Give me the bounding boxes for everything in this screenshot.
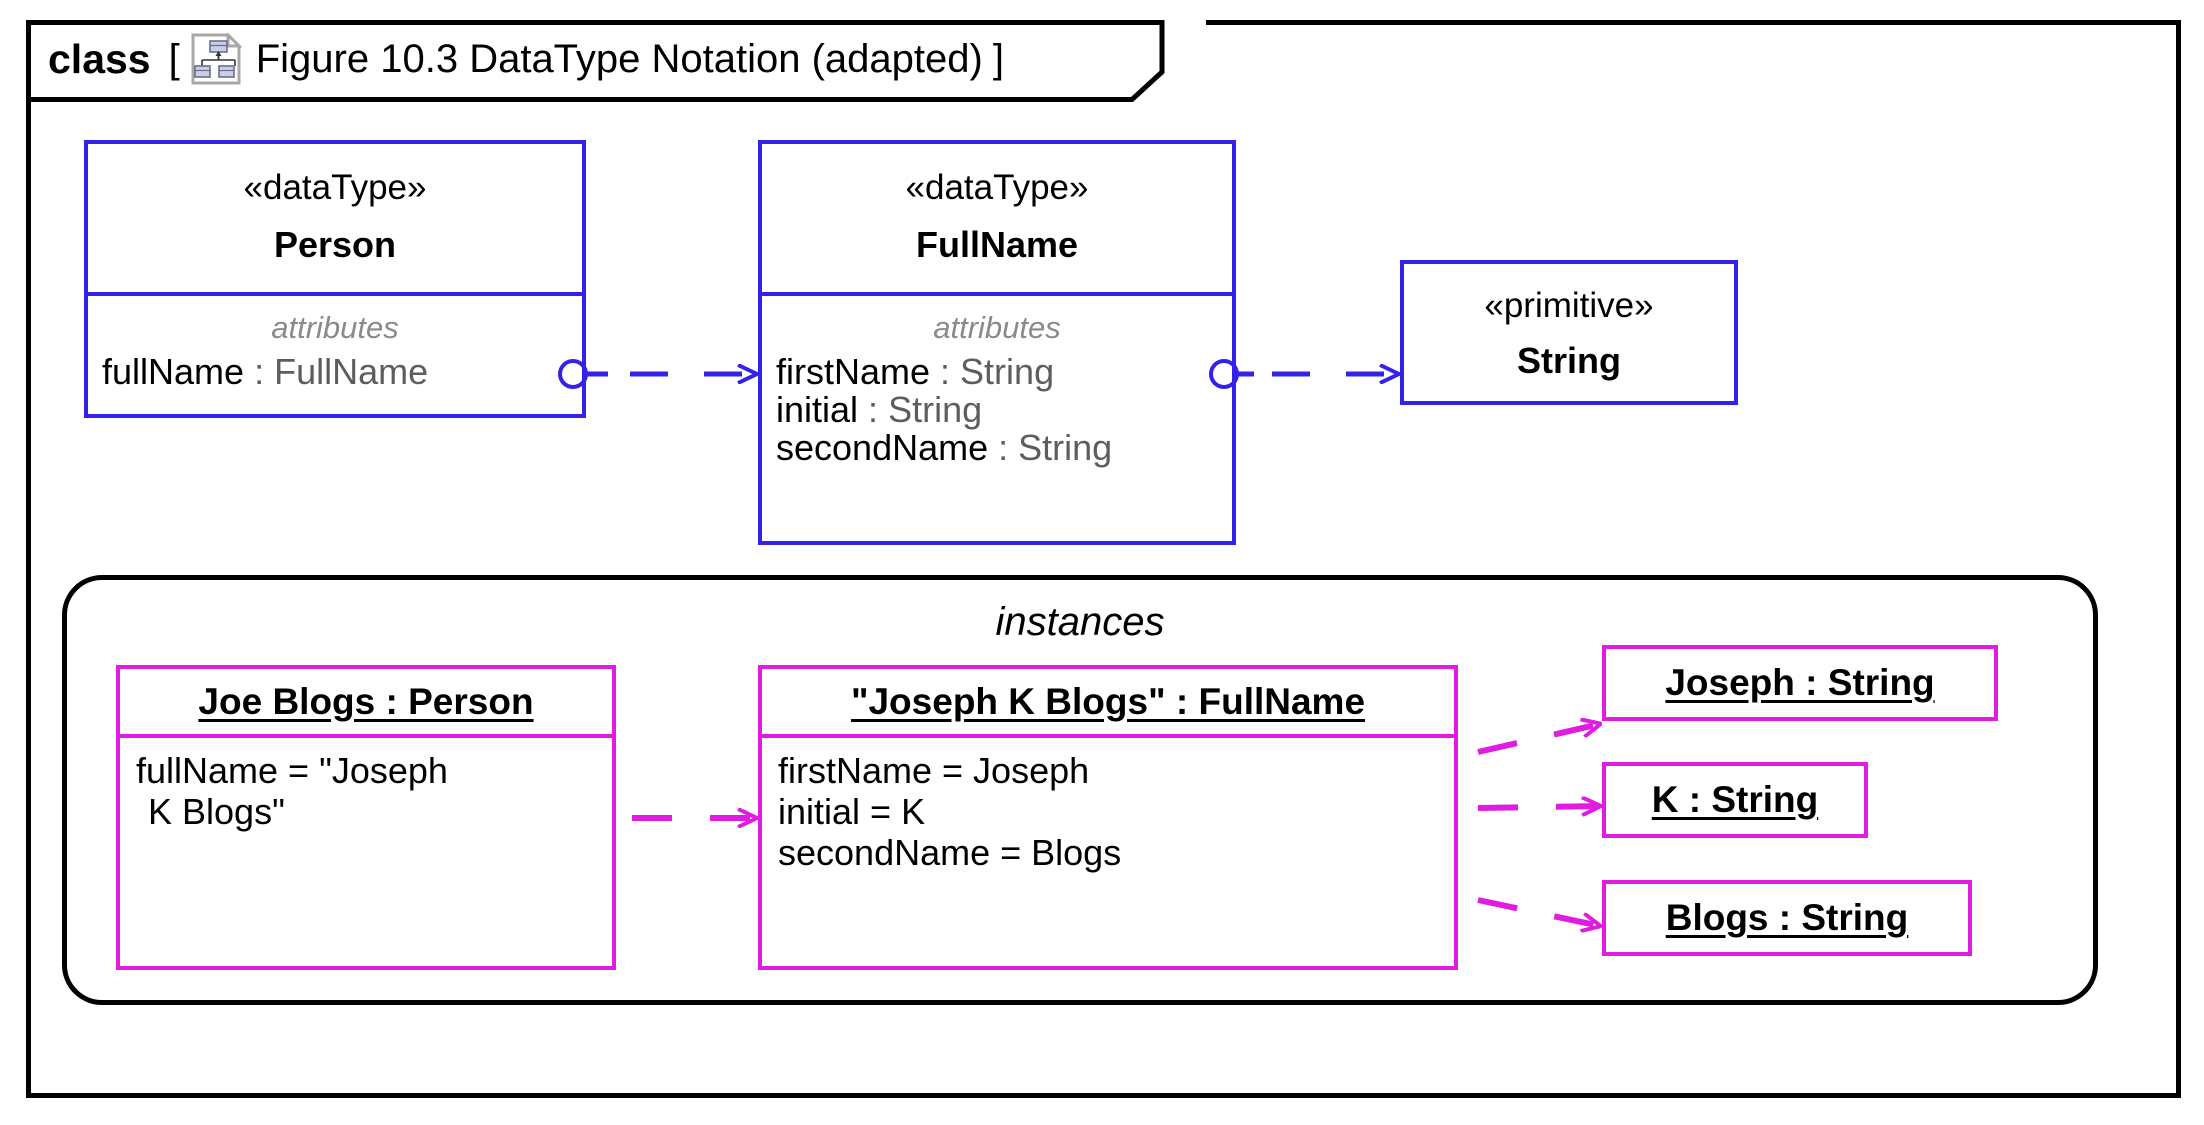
joseph-k-blogs-header: "Joseph K Blogs" : FullName bbox=[762, 669, 1454, 734]
attr-type: FullName bbox=[274, 351, 429, 392]
instance-header-text: Joe Blogs : Person bbox=[198, 680, 534, 722]
attr-name: secondName bbox=[776, 427, 989, 469]
classifier-person[interactable]: «dataType» Person attributes fullName : … bbox=[84, 140, 586, 418]
person-compartment-label: attributes bbox=[271, 310, 399, 345]
person-header-compartment: «dataType» Person bbox=[88, 144, 582, 292]
person-attributes-compartment: attributes fullName : FullName bbox=[88, 292, 582, 418]
slot-line: fullName = "Joseph bbox=[136, 750, 448, 791]
fullname-header-compartment: «dataType» FullName bbox=[762, 144, 1232, 292]
blogs-string-header: Blogs : String bbox=[1606, 884, 1968, 952]
joe-blogs-slots: fullName = "Joseph K Blogs" bbox=[120, 734, 612, 970]
fullname-attribute-secondname: secondName : String bbox=[762, 429, 1232, 467]
string-name: String bbox=[1517, 340, 1621, 381]
instance-header-text: "Joseph K Blogs" : FullName bbox=[850, 680, 1366, 722]
class-diagram-document-icon bbox=[190, 31, 243, 85]
frame-name-tab: class [ Figur bbox=[26, 20, 1206, 102]
person-name: Person bbox=[273, 224, 397, 265]
fullname-attribute-initial: initial : String bbox=[762, 391, 1232, 429]
frame-title: Figure 10.3 DataType Notation (adapted) bbox=[255, 36, 983, 81]
attr-type: String bbox=[960, 351, 1055, 392]
fullname-compartment-label: attributes bbox=[933, 310, 1061, 345]
fullname-stereotype: «dataType» bbox=[905, 168, 1089, 207]
slot-line: firstName = Joseph bbox=[778, 750, 1090, 791]
instance-header-text: Joseph : String bbox=[1665, 662, 1935, 703]
attr-sep: : bbox=[244, 351, 275, 392]
attr-name: fullName bbox=[102, 351, 245, 392]
instance-k-string[interactable]: K : String bbox=[1602, 762, 1868, 838]
attr-name: initial bbox=[776, 389, 859, 431]
instance-blogs-string[interactable]: Blogs : String bbox=[1602, 880, 1972, 956]
person-stereotype: «dataType» bbox=[243, 168, 427, 207]
frame-keyword: class bbox=[48, 35, 151, 82]
fullname-attribute-firstname: firstName : String bbox=[762, 351, 1232, 392]
frame-tab-outline bbox=[26, 20, 1165, 102]
attr-sep: : bbox=[988, 427, 1019, 469]
instances-panel-label: instances bbox=[995, 600, 1165, 644]
string-stereotype: «primitive» bbox=[1484, 286, 1654, 325]
joseph-string-header: Joseph : String bbox=[1606, 649, 1994, 717]
instance-joe-blogs[interactable]: Joe Blogs : Person fullName = "Joseph K … bbox=[116, 665, 616, 970]
instance-header-text: K : String bbox=[1651, 779, 1819, 820]
frame-bracket-close: ] bbox=[992, 36, 1004, 81]
attr-name: firstName bbox=[776, 351, 931, 392]
string-header-compartment: «primitive» String bbox=[1404, 264, 1734, 401]
instance-joseph-string[interactable]: Joseph : String bbox=[1602, 645, 1998, 721]
attr-type: String bbox=[1018, 427, 1113, 469]
frame-bracket-open: [ bbox=[168, 36, 180, 81]
classifier-fullname[interactable]: «dataType» FullName attributes firstName… bbox=[758, 140, 1236, 545]
classifier-string[interactable]: «primitive» String bbox=[1400, 260, 1738, 405]
slot-line: K Blogs" bbox=[148, 791, 285, 833]
joseph-k-blogs-slots: firstName = Joseph initial = K secondNam… bbox=[762, 734, 1454, 970]
attr-type: String bbox=[888, 389, 983, 431]
joe-blogs-header: Joe Blogs : Person bbox=[120, 669, 612, 734]
fullname-name: FullName bbox=[915, 224, 1079, 265]
slot-line: secondName = Blogs bbox=[778, 832, 1122, 874]
person-attribute-fullname: fullName : FullName bbox=[88, 351, 582, 392]
attr-sep: : bbox=[858, 389, 889, 431]
attr-sep: : bbox=[930, 351, 961, 392]
instance-joseph-k-blogs-fullname[interactable]: "Joseph K Blogs" : FullName firstName = … bbox=[758, 665, 1458, 970]
fullname-attributes-compartment: attributes firstName : String initial : … bbox=[762, 292, 1232, 545]
slot-line: initial = K bbox=[778, 791, 926, 833]
k-string-header: K : String bbox=[1606, 766, 1864, 834]
instance-header-text: Blogs : String bbox=[1665, 897, 1909, 938]
